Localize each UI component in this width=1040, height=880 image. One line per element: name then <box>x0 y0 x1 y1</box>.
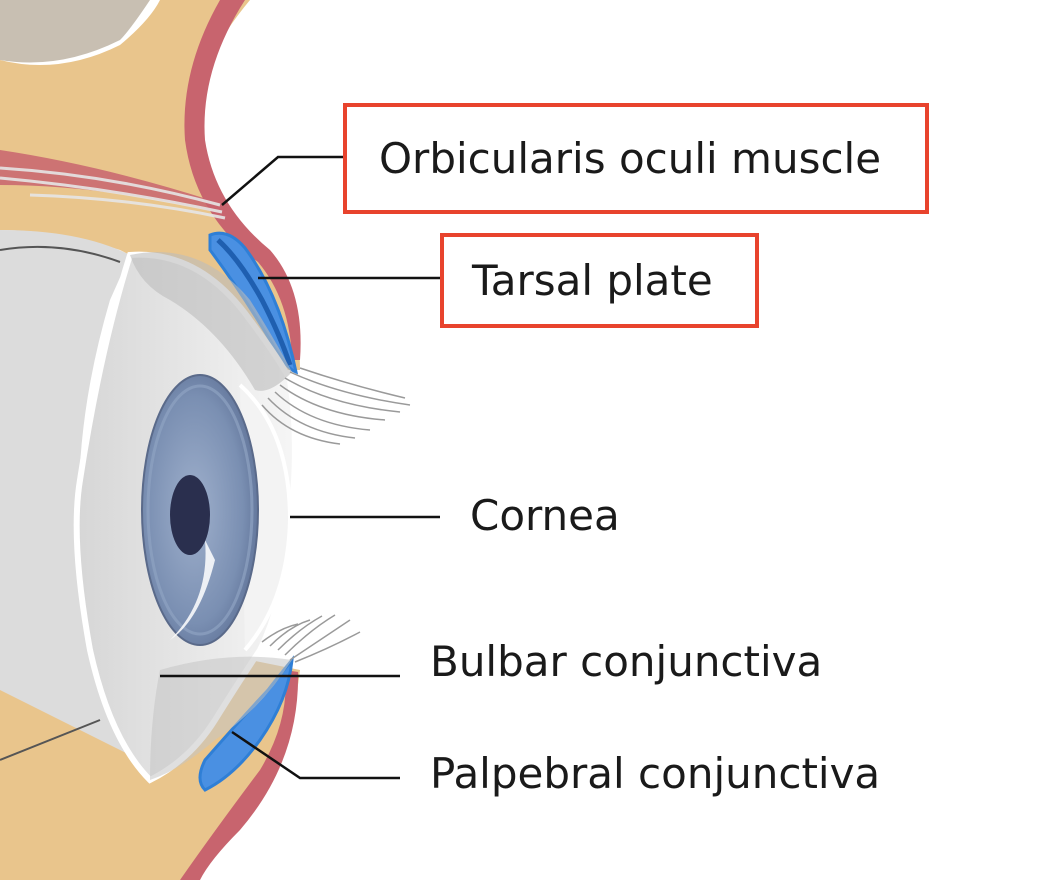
label-orbicularis-text: Orbicularis oculi muscle <box>379 133 882 183</box>
label-cornea: Cornea <box>470 491 620 540</box>
label-tarsal-text: Tarsal plate <box>472 255 713 305</box>
upper-bone-tissue <box>0 0 150 63</box>
label-tarsal-plate: Tarsal plate <box>440 233 759 328</box>
lower-eyelashes <box>261 614 361 663</box>
leader-lines <box>160 155 442 780</box>
upper-eyelid-fold <box>130 252 292 391</box>
label-orbicularis-oculi-muscle: Orbicularis oculi muscle <box>343 103 929 214</box>
pupil <box>170 475 210 555</box>
tarsal-plate-upper-core <box>216 238 293 366</box>
label-bulbar-conjunctiva: Bulbar conjunctiva <box>430 637 823 686</box>
lower-eyelid-fold <box>150 656 292 780</box>
orbicularis-oculi-muscle <box>184 0 301 360</box>
orbit-background <box>0 230 140 760</box>
label-palpebral-conjunctiva: Palpebral conjunctiva <box>430 749 881 798</box>
upper-eyelashes <box>261 367 411 445</box>
leader-orbicularis <box>221 155 345 206</box>
leader-palpebral <box>231 730 400 780</box>
muscle-tendon-strands <box>0 166 226 220</box>
iris-rim <box>146 384 254 636</box>
